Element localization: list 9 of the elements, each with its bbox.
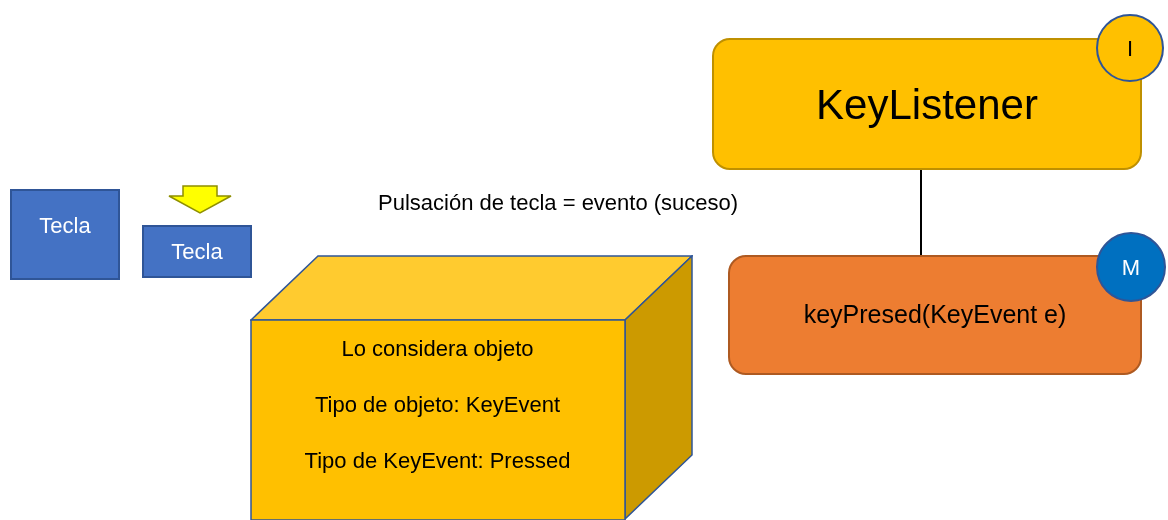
- method-badge: M: [1096, 232, 1166, 302]
- key-box: Tecla: [10, 189, 120, 280]
- cube-text: Lo considera objeto: [341, 335, 534, 363]
- key-box: Tecla: [142, 225, 252, 278]
- cube-text: Tipo de objeto: KeyEvent: [315, 391, 560, 419]
- connector-line: [920, 169, 922, 256]
- interface-badge: I: [1096, 14, 1164, 82]
- cube-text: Tipo de KeyEvent: Pressed: [304, 447, 571, 475]
- caption-text: Pulsación de tecla = evento (suceso): [378, 189, 739, 217]
